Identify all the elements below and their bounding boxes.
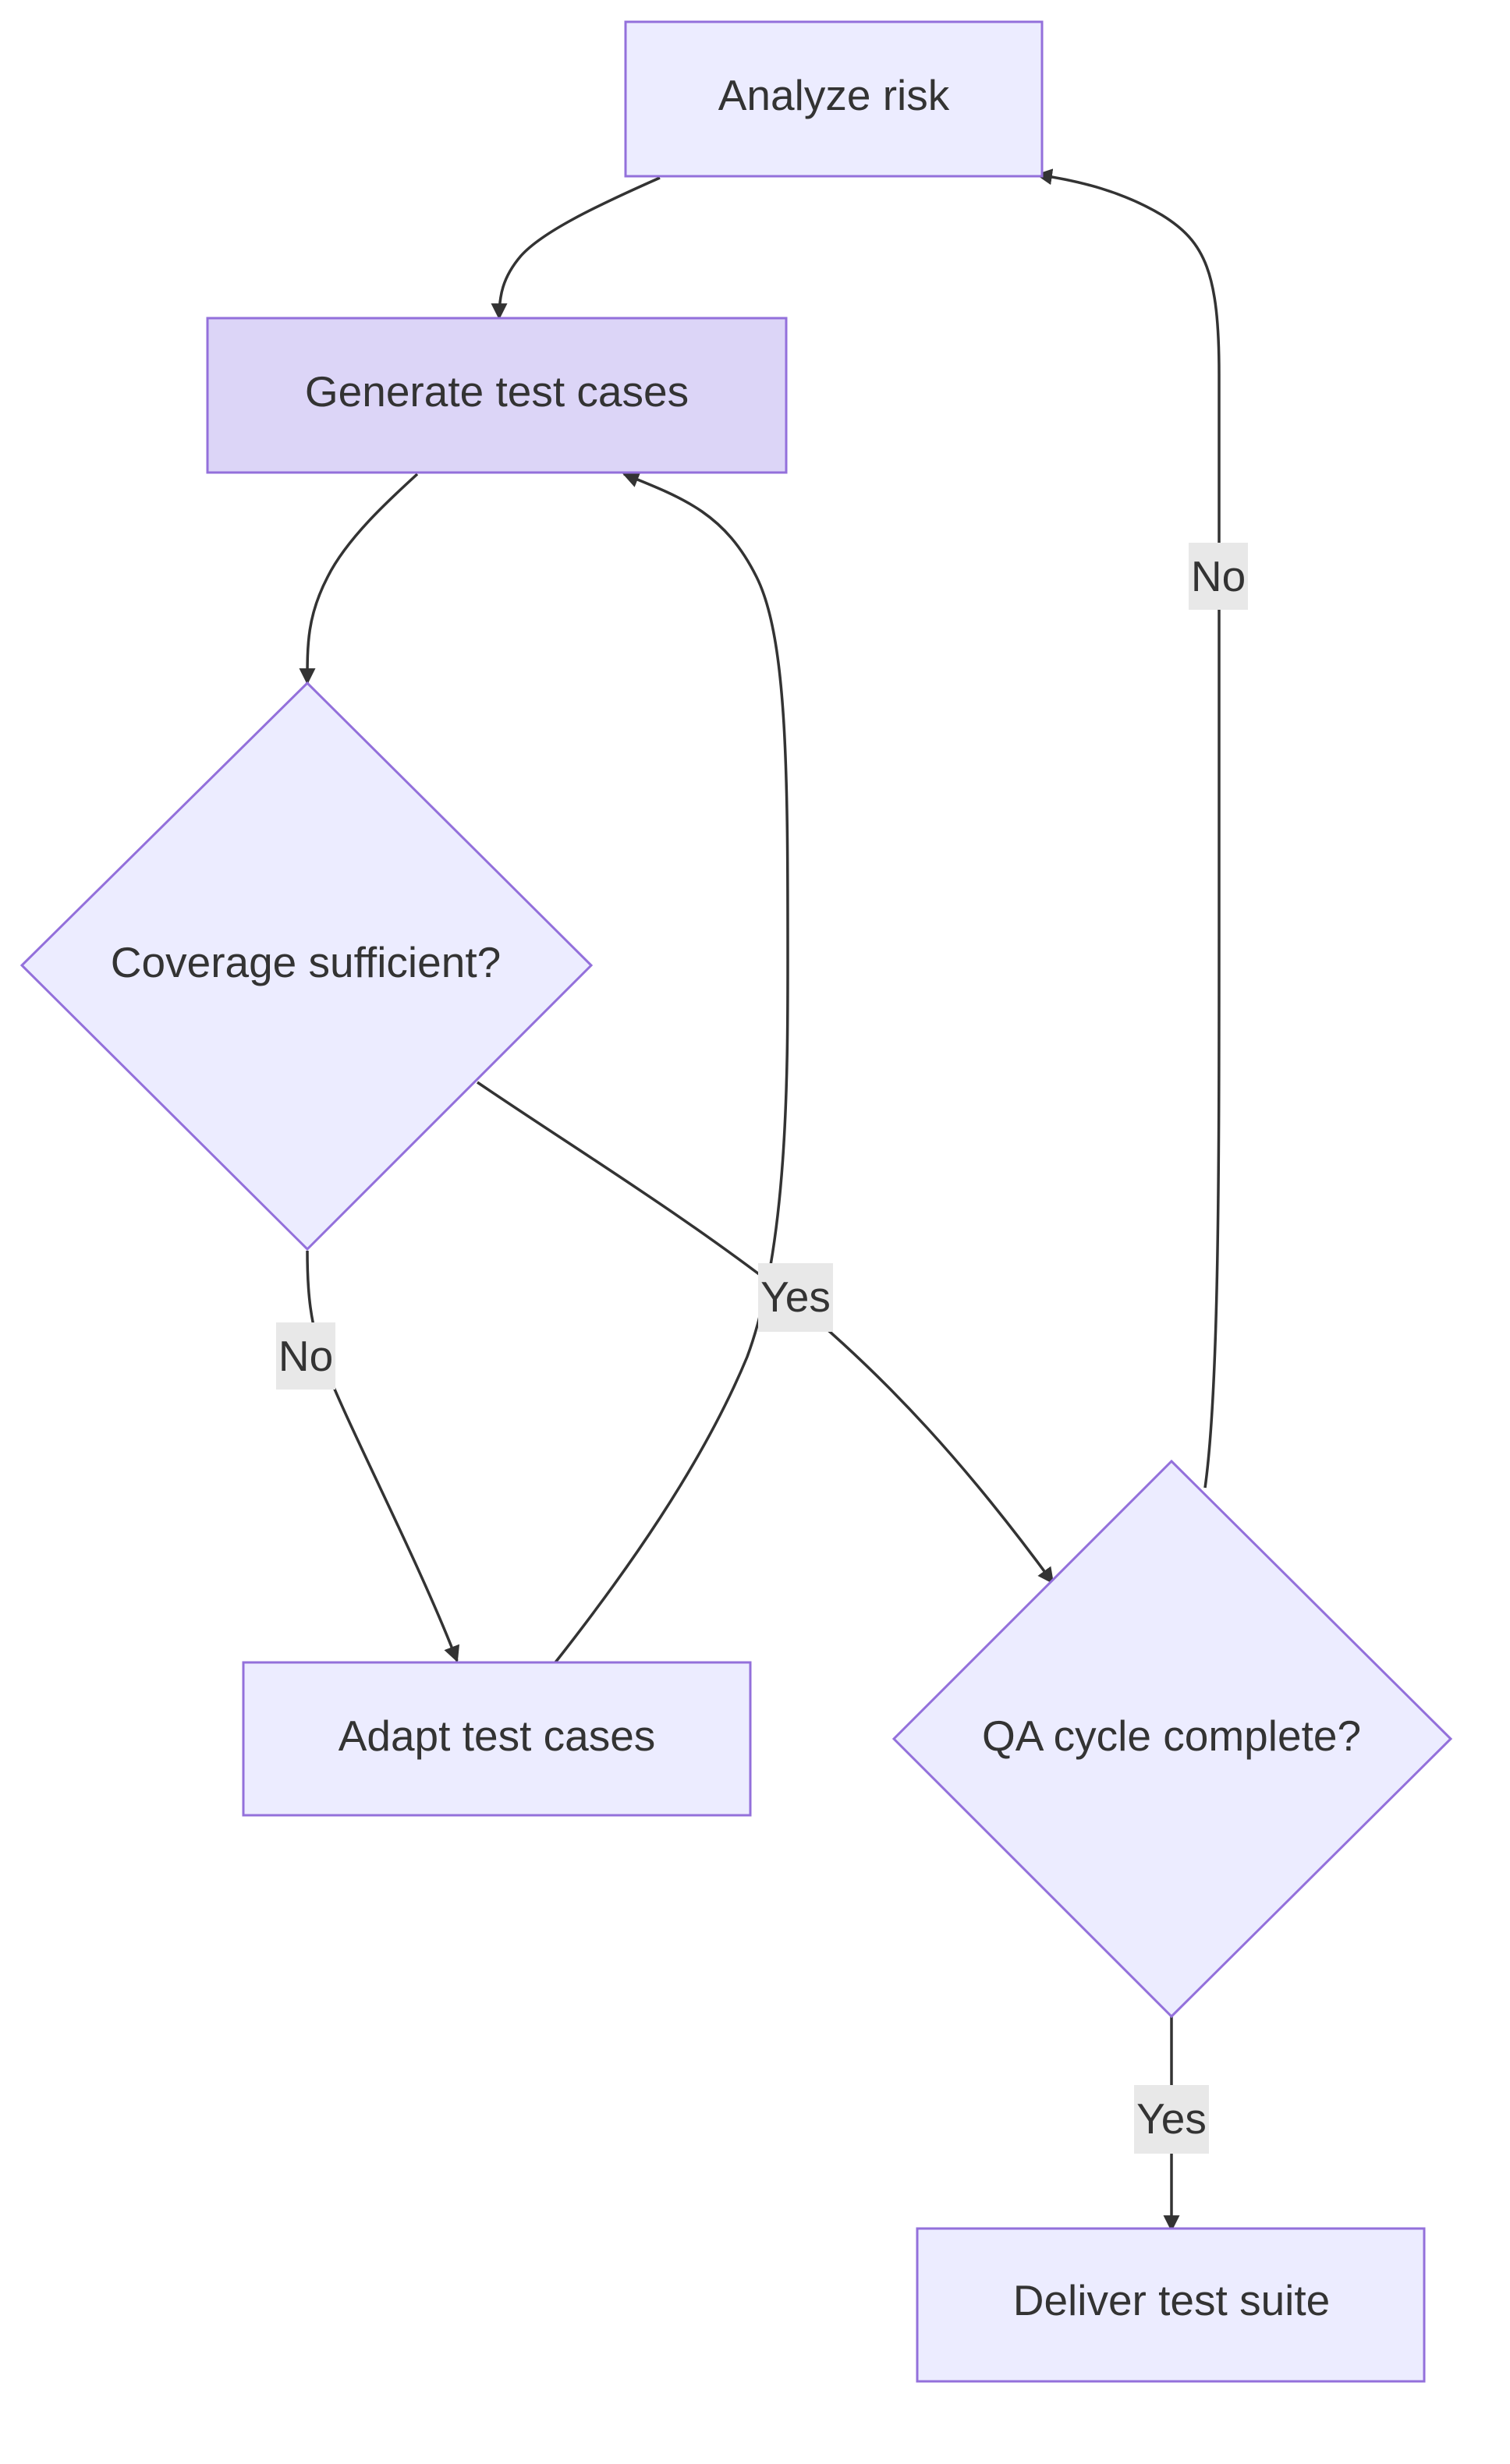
edge-coverage-yes-to-qa: [477, 1081, 1055, 1584]
node-generate-test-cases-label: Generate test cases: [305, 367, 689, 416]
node-deliver-test-suite: Deliver test suite: [916, 2227, 1426, 2383]
node-qa-cycle-complete-label: QA cycle complete?: [982, 1712, 1361, 1760]
node-adapt-test-cases-label: Adapt test cases: [339, 1712, 656, 1760]
edge-label-qa-no: No: [1189, 543, 1248, 610]
node-qa-cycle-complete: QA cycle complete?: [891, 1459, 1453, 2019]
edge-label-coverage-yes-text: Yes: [760, 1273, 831, 1321]
edge-coverage-no-to-adapt: [306, 1250, 460, 1662]
node-deliver-test-suite-label: Deliver test suite: [1013, 2276, 1331, 2324]
node-analyze-risk: Analyze risk: [624, 20, 1044, 178]
edge-label-qa-no-text: No: [1191, 552, 1246, 600]
edge-label-coverage-yes: Yes: [758, 1263, 833, 1332]
edge-label-qa-yes-text: Yes: [1136, 2094, 1207, 2143]
node-coverage-sufficient-label: Coverage sufficient?: [111, 938, 501, 986]
node-adapt-test-cases: Adapt test cases: [242, 1661, 752, 1817]
edge-label-qa-yes: Yes: [1134, 2085, 1209, 2154]
edge-labels: No Yes No Yes: [276, 543, 1248, 2154]
node-coverage-sufficient: Coverage sufficient?: [19, 681, 594, 1251]
nodes: Analyze risk Generate test cases Coverag…: [19, 20, 1453, 2383]
edge-qa-no-to-analyze: [1035, 168, 1221, 1489]
edge-label-coverage-no: No: [276, 1322, 335, 1390]
edge-label-coverage-no-text: No: [278, 1332, 333, 1380]
edge-generate-to-coverage: [299, 473, 419, 685]
node-generate-test-cases: Generate test cases: [206, 317, 788, 474]
edge-adapt-to-generate: [554, 472, 789, 1664]
node-analyze-risk-label: Analyze risk: [718, 71, 950, 119]
edge-analyze-to-generate: [491, 176, 661, 320]
